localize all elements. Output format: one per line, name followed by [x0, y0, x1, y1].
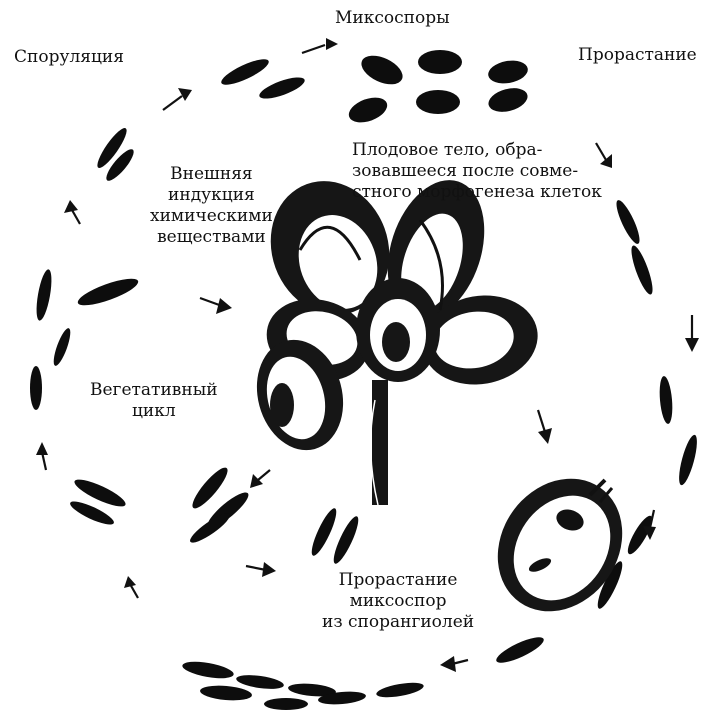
label-myxospores: Миксоспоры [335, 8, 450, 29]
label-fruiting-body: Плодовое тело, обра- зовавшееся после со… [352, 140, 602, 203]
label-induction: Внешняя индукция химическими веществами [150, 164, 273, 248]
germinating-sporangiole [472, 454, 647, 635]
label-germination: Прорастание [578, 45, 697, 66]
label-sporulation: Споруляция [14, 47, 124, 68]
label-vegetative-cycle: Вегетативный цикл [90, 380, 218, 422]
myxospore-cluster [345, 50, 530, 127]
label-germination-from-sporangioles: Прорастание миксоспор из спорангиолей [322, 570, 474, 633]
fruiting-body [245, 164, 545, 505]
